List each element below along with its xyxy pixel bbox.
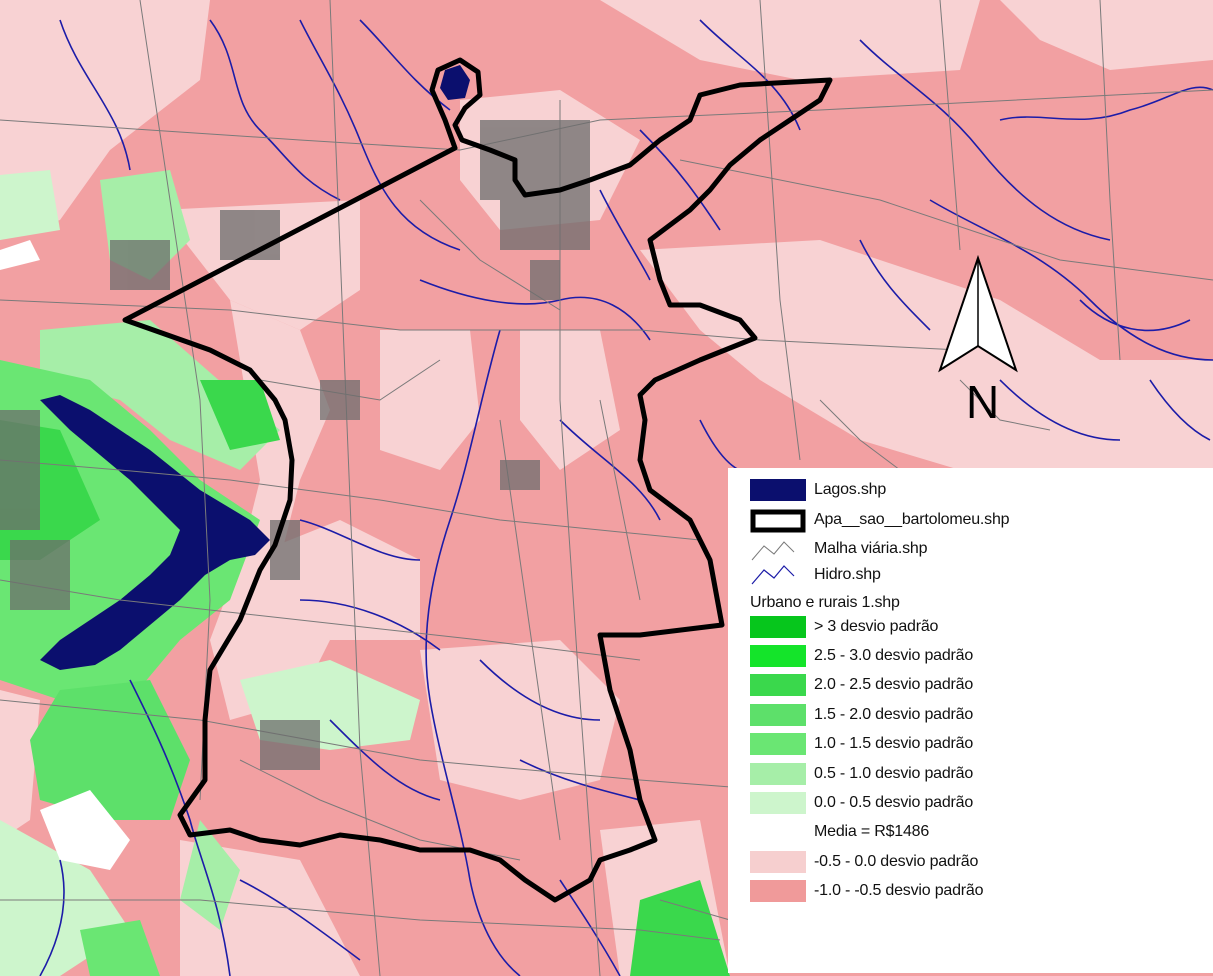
legend-class-label: > 3 desvio padrão [814, 617, 939, 635]
legend-class-row: -1.0 - -0.5 desvio padrão [750, 877, 1213, 906]
green-zones [0, 170, 730, 976]
legend-class-label: 2.0 - 2.5 desvio padrão [814, 676, 974, 694]
legend-class-row: > 3 desvio padrão [750, 612, 1213, 641]
north-arrow: N [938, 254, 1018, 428]
legend-class-label: 2.5 - 3.0 desvio padrão [814, 647, 974, 665]
legend-row-malha: Malha viária.shp [750, 534, 1213, 563]
white-patches [0, 240, 130, 870]
legend-label: Hidro.shp [814, 566, 881, 583]
legend-class-label: 0.0 - 0.5 desvio padrão [814, 794, 974, 812]
legend-class-row: 0.5 - 1.0 desvio padrão [750, 759, 1213, 788]
legend-label: Lagos.shp [814, 480, 887, 498]
legend-label: Apa__sao__bartolomeu.shp [814, 510, 1010, 528]
legend-swatch-apa [750, 509, 806, 532]
legend-classes-title: Urbano e rurais 1.shp [728, 587, 1213, 612]
legend-class-swatch [750, 733, 806, 756]
legend-class-label: 1.0 - 1.5 desvio padrão [814, 735, 974, 753]
legend-class-row: 2.5 - 3.0 desvio padrão [750, 641, 1213, 670]
legend-class-label: Media = R$1486 [814, 823, 930, 841]
legend-class-label: 1.5 - 2.0 desvio padrão [814, 705, 974, 723]
legend-class-row: 2.0 - 2.5 desvio padrão [750, 671, 1213, 700]
apa-boundary [122, 57, 833, 903]
legend-class-row: 1.0 - 1.5 desvio padrão [750, 730, 1213, 759]
legend-class-row: 0.0 - 0.5 desvio padrão [750, 788, 1213, 817]
legend-class-swatch [750, 674, 806, 697]
legend-class-label: -0.5 - 0.0 desvio padrão [814, 852, 979, 870]
legend-class-swatch [750, 821, 806, 844]
legend-class-swatch [750, 880, 806, 903]
legend-swatch-lagos [750, 478, 806, 501]
legend-row-hidro: Hidro.shp [750, 563, 1213, 587]
legend-class-swatch [750, 615, 806, 638]
legend-class-swatch [750, 792, 806, 815]
legend-label: Malha viária.shp [814, 539, 928, 557]
legend-title-label: Urbano e rurais 1.shp [750, 594, 900, 611]
legend-class-row: Media = R$1486 [750, 818, 1213, 847]
legend-class-row: -0.5 - 0.0 desvio padrão [750, 847, 1213, 876]
map-legend: Lagos.shp Apa__sao__bartolomeu.shp Malha… [728, 468, 1213, 973]
legend-class-swatch [750, 850, 806, 873]
legend-class-row: 1.5 - 2.0 desvio padrão [750, 700, 1213, 729]
legend-class-swatch [750, 645, 806, 668]
legend-row-apa: Apa__sao__bartolomeu.shp [750, 505, 1213, 534]
legend-class-swatch [750, 703, 806, 726]
rivers [39, 19, 1213, 976]
legend-class-label: -1.0 - -0.5 desvio padrão [814, 882, 984, 900]
north-label: N [966, 376, 999, 428]
lake-polygons [40, 65, 470, 670]
legend-class-swatch [750, 762, 806, 785]
legend-river-line-icon [750, 564, 806, 586]
legend-class-label: 0.5 - 1.0 desvio padrão [814, 764, 974, 782]
legend-road-line-icon [750, 538, 806, 560]
legend-row-lagos: Lagos.shp [750, 474, 1213, 505]
legend-class-list: > 3 desvio padrão 2.5 - 3.0 desvio padrão… [750, 612, 1213, 906]
